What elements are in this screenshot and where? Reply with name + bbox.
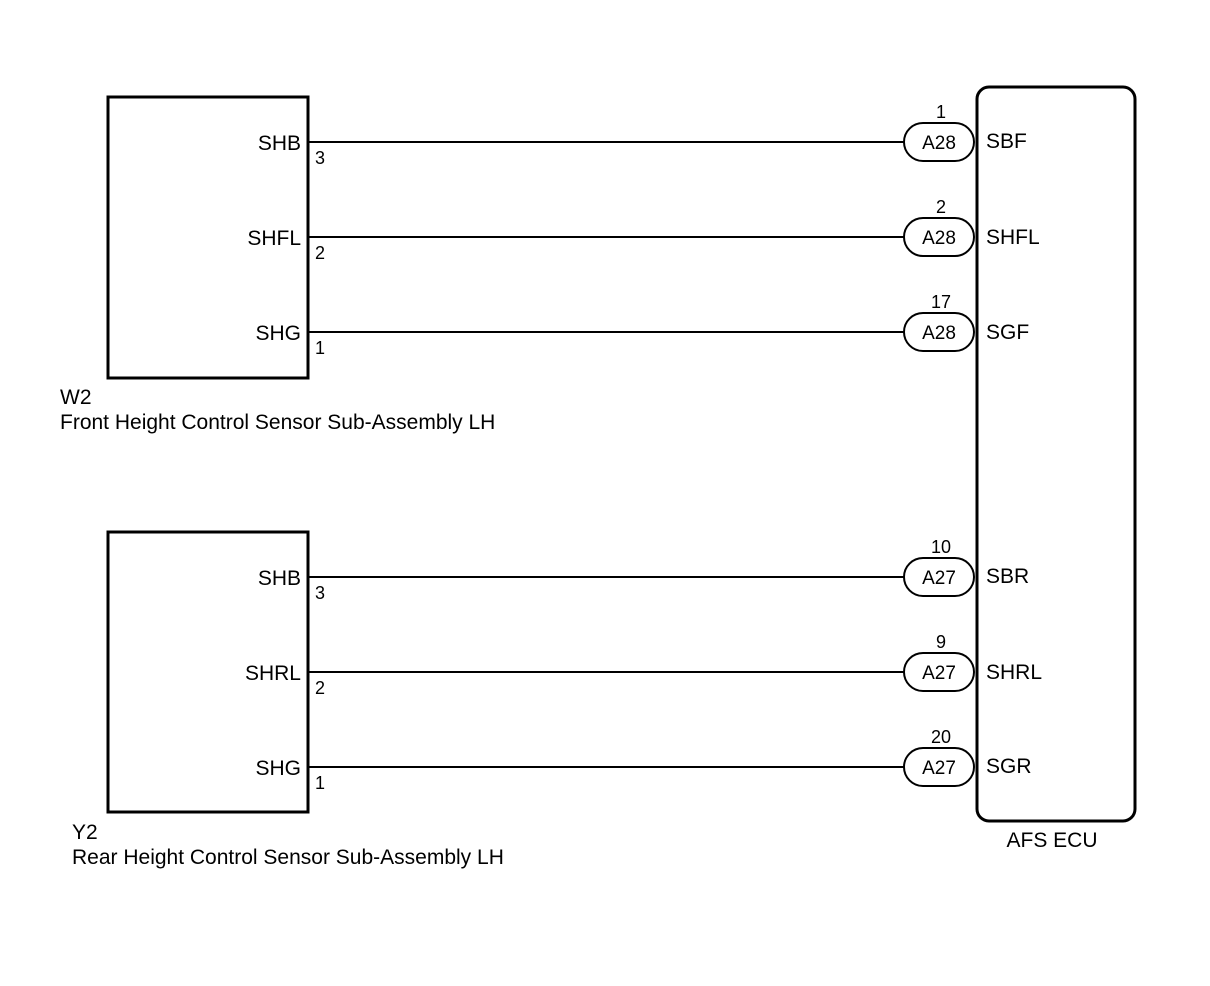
connector-pill <box>903 122 975 162</box>
front-pin-number: 2 <box>315 243 325 263</box>
rear-sensor-code: Y2 <box>72 821 98 844</box>
connector-code: A27 <box>922 663 956 684</box>
ecu-name: AFS ECU <box>1006 829 1097 852</box>
ecu-pin-number: 1 <box>936 102 946 122</box>
ecu-terminal-name: SGR <box>986 755 1032 778</box>
connector-pill <box>903 652 975 692</box>
ecu-pin-number: 10 <box>931 537 951 557</box>
ecu-terminal-name: SHFL <box>986 226 1040 249</box>
connector-code: A28 <box>922 228 956 249</box>
front-pin-name: SHFL <box>247 227 301 250</box>
ecu-terminal-name: SHRL <box>986 661 1042 684</box>
rear-pin-name: SHG <box>255 757 301 780</box>
rear-pin-name: SHRL <box>245 662 301 685</box>
ecu-pin-number: 9 <box>936 632 946 652</box>
connector-pill <box>903 747 975 787</box>
ecu-pin-number: 20 <box>931 727 951 747</box>
connector-pill <box>903 217 975 257</box>
connector-pill <box>903 312 975 352</box>
front-pin-number: 3 <box>315 148 325 168</box>
rear-pin-number: 1 <box>315 773 325 793</box>
rear-pin-number: 3 <box>315 583 325 603</box>
connector-code: A28 <box>922 323 956 344</box>
connector-code: A28 <box>922 133 956 154</box>
front-pin-name: SHG <box>255 322 301 345</box>
front-sensor-code: W2 <box>60 386 92 409</box>
rear-pin-name: SHB <box>258 567 301 590</box>
connector-code: A27 <box>922 568 956 589</box>
front-pin-name: SHB <box>258 132 301 155</box>
front-pin-number: 1 <box>315 338 325 358</box>
ecu-terminal-name: SBF <box>986 130 1027 153</box>
ecu-pin-number: 17 <box>931 292 951 312</box>
rear-pin-number: 2 <box>315 678 325 698</box>
connector-pill <box>903 557 975 597</box>
ecu-pin-number: 2 <box>936 197 946 217</box>
ecu-terminal-name: SGF <box>986 321 1029 344</box>
front-sensor-name: Front Height Control Sensor Sub-Assembly… <box>60 411 495 434</box>
rear-sensor-name: Rear Height Control Sensor Sub-Assembly … <box>72 846 504 869</box>
ecu-box <box>975 85 1137 823</box>
ecu-terminal-name: SBR <box>986 565 1029 588</box>
connector-code: A27 <box>922 758 956 779</box>
